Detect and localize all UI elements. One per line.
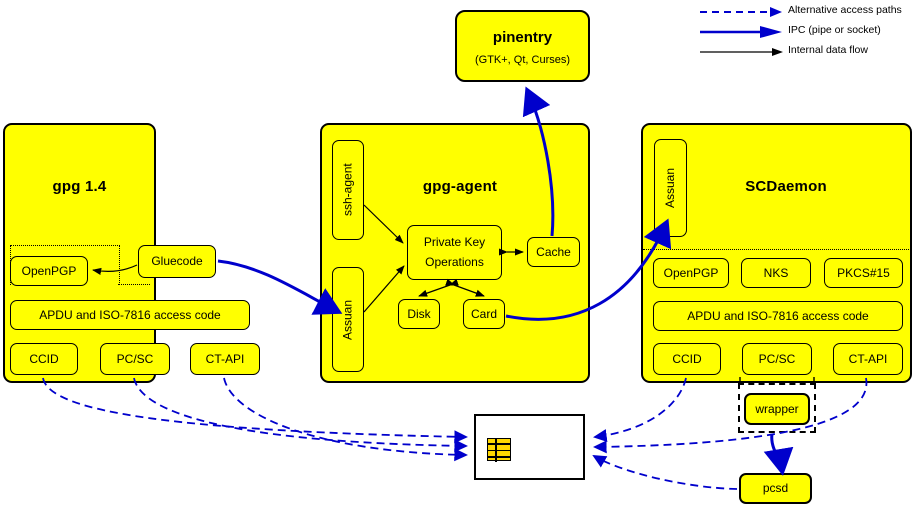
legend-label-ipc: IPC (pipe or socket) [788, 24, 881, 36]
gpg-agent-node-ssh-agent[interactable]: ssh-agent [332, 140, 364, 240]
legend-label-internal-flow: Internal data flow [788, 44, 868, 56]
scdaemon-node-openpgp[interactable]: OpenPGP [653, 258, 729, 288]
scdaemon-node-apdu[interactable]: APDU and ISO-7816 access code [653, 301, 903, 331]
gpg-agent-node-private-key-operations[interactable]: Private Key Operations [407, 225, 502, 280]
gpg-agent-node-assuan[interactable]: Assuan [332, 267, 364, 372]
legend-item-ipc: IPC (pipe or socket) [698, 24, 910, 40]
scdaemon-dotted-divider [643, 249, 911, 250]
pinentry-subtitle: (GTK+, Qt, Curses) [474, 54, 571, 66]
scdaemon-node-pcsd[interactable]: pcsd [739, 473, 812, 504]
legend-label-alt-paths: Alternative access paths [788, 4, 902, 16]
scdaemon-panel-title: SCDaemon [745, 178, 827, 195]
gpg-node-ccid[interactable]: CCID [10, 343, 78, 375]
gpg-agent-node-card[interactable]: Card [463, 299, 505, 329]
scdaemon-node-pkcs15[interactable]: PKCS#15 [824, 258, 903, 288]
gpg-agent-node-cache[interactable]: Cache [527, 237, 580, 267]
gpg-panel-title: gpg 1.4 [52, 178, 107, 195]
altpath-gpg-ctapi-to-card [223, 377, 468, 462]
altpath-scdaemon-ctapi-to-card [593, 377, 868, 454]
pinentry-title: pinentry [492, 29, 553, 46]
altpath-scdaemon-ccid-to-card [593, 377, 687, 442]
scdaemon-node-nks[interactable]: NKS [741, 258, 811, 288]
legend: Alternative access paths IPC (pipe or so… [698, 2, 910, 60]
pinentry-box[interactable]: pinentry (GTK+, Qt, Curses) [455, 10, 590, 82]
legend-item-internal-flow: Internal data flow [698, 44, 910, 60]
gpg-agent-panel-title: gpg-agent [422, 178, 498, 195]
scdaemon-node-pcsc[interactable]: PC/SC [742, 343, 812, 375]
altpath-gpg-pcsc-to-card [133, 377, 468, 453]
smartcard[interactable] [474, 414, 585, 480]
gpg-node-apdu[interactable]: APDU and ISO-7816 access code [10, 300, 250, 330]
scdaemon-node-wrapper[interactable]: wrapper [744, 393, 810, 425]
altpath-pcsd-to-card [592, 455, 738, 490]
gpg-node-ctapi[interactable]: CT-API [190, 343, 260, 375]
ipc-wrapper-to-pcsd [763, 433, 794, 476]
smartcard-chip-icon [487, 438, 511, 462]
gpg-node-openpgp[interactable]: OpenPGP [10, 256, 88, 286]
thick-arrow-icon [700, 26, 782, 38]
gpg-node-gluecode[interactable]: Gluecode [138, 245, 216, 278]
thin-arrow-icon [700, 48, 783, 56]
private-key-ops-line-1: Private Key [423, 235, 486, 249]
dashed-arrow-icon [700, 7, 782, 17]
gpg-node-pcsc[interactable]: PC/SC [100, 343, 170, 375]
legend-item-alt-paths: Alternative access paths [698, 4, 910, 20]
gpg-dotted-region-right [118, 284, 150, 285]
scdaemon-node-ctapi[interactable]: CT-API [833, 343, 903, 375]
gpg-agent-node-disk[interactable]: Disk [398, 299, 440, 329]
scdaemon-node-assuan[interactable]: Assuan [654, 139, 687, 237]
private-key-ops-line-2: Operations [425, 255, 484, 269]
altpath-gpg-ccid-to-card [42, 377, 468, 444]
scdaemon-node-ccid[interactable]: CCID [653, 343, 721, 375]
